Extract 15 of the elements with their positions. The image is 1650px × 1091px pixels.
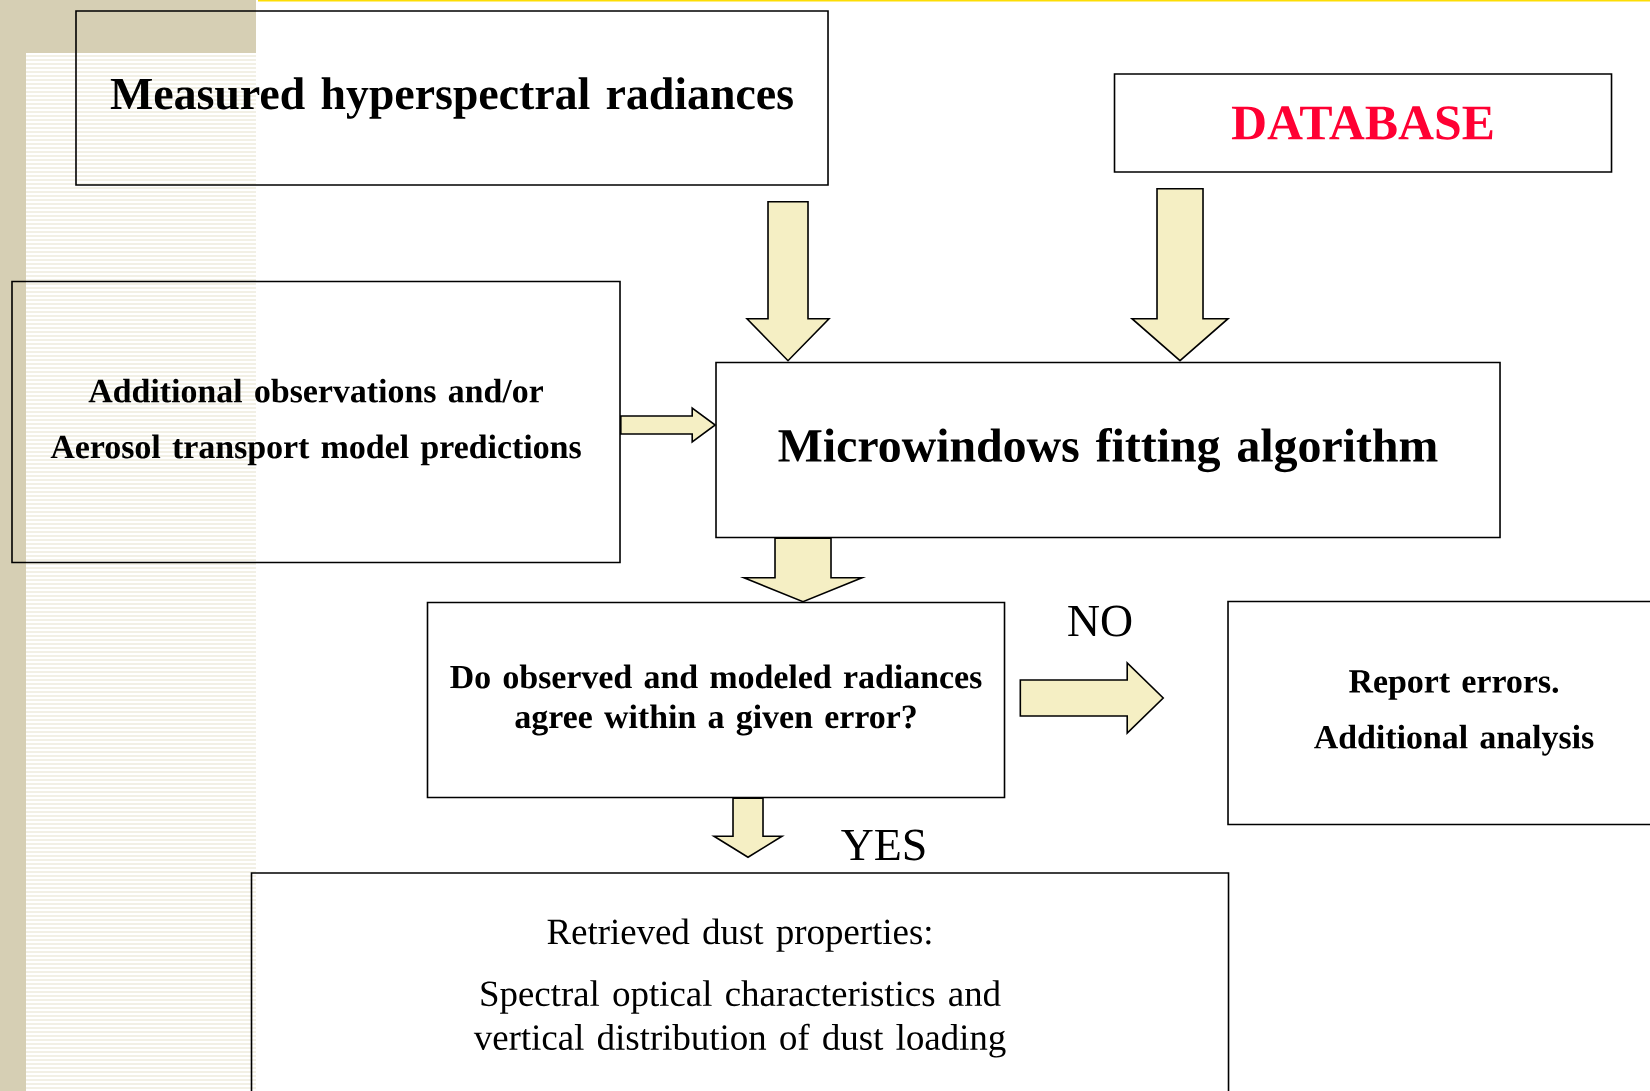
block-arrow — [711, 797, 785, 859]
edge-label: NO — [1065, 604, 1135, 638]
block-arrow — [745, 201, 831, 362]
process-box: Microwindows fitting algorithm — [715, 361, 1501, 539]
process-box: Measured hyperspectral radiances — [75, 10, 829, 186]
process-box: Retrieved dust properties: Spectral optical characteristics and vertical distribution of dust loading — [250, 872, 1230, 1091]
process-box: Do observed and modeled radiances agree within a given error? — [426, 601, 1006, 799]
process-box: Report errors. Additional analysis — [1227, 600, 1650, 826]
edge-label: YES — [839, 828, 929, 862]
process-box: DATABASE — [1113, 73, 1613, 173]
block-arrow — [1129, 188, 1231, 362]
process-box: Additional observations and/or Aerosol transport model predictions — [11, 280, 621, 564]
block-arrow — [1019, 661, 1165, 735]
block-arrow — [739, 537, 867, 603]
block-arrow — [620, 406, 717, 444]
